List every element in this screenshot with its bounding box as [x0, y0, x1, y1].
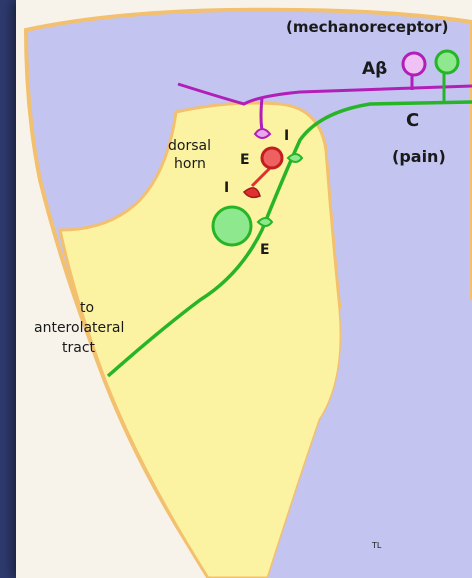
horn-label: horn: [174, 156, 206, 172]
a-beta-terminal: [255, 129, 270, 138]
tract-label: tract: [62, 340, 96, 356]
c-fiber-cell-body: [436, 51, 458, 73]
pain-label: (pain): [392, 147, 446, 166]
illustrator-initials: TL: [371, 541, 382, 550]
a-beta-collateral: [261, 98, 262, 130]
c-fiber-label: C: [406, 110, 419, 131]
anterolateral-label: anterolateral: [34, 320, 124, 336]
a-beta-cell-body: [403, 53, 425, 75]
excitatory-label-bottom: E: [260, 242, 270, 258]
excitatory-label-top: E: [240, 152, 250, 168]
projection-neuron: [213, 207, 251, 245]
mechanoreceptor-label: (mechanoreceptor): [286, 18, 448, 36]
inhibitory-label-top: I: [284, 128, 289, 144]
dorsal-label: dorsal: [168, 138, 211, 154]
inhibitory-interneuron: [262, 148, 282, 168]
inhibitory-interneuron-label: I: [224, 180, 229, 196]
to-label: to: [80, 300, 94, 316]
a-beta-label: Aβ: [362, 59, 387, 79]
c-to-projection-terminal: [258, 218, 272, 226]
c-to-inhibitory-terminal: [288, 154, 302, 162]
